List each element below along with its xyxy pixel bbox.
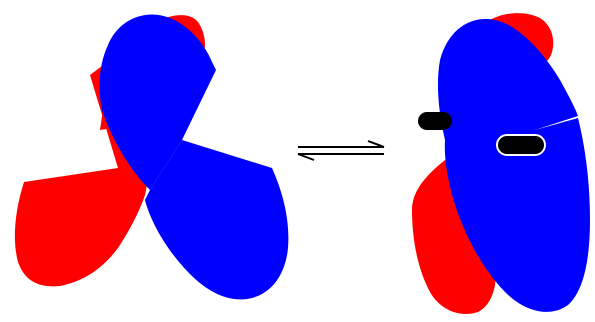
closed-conformation	[412, 13, 590, 314]
black-ligand-left	[418, 112, 452, 130]
equilibrium-arrows	[298, 141, 384, 160]
open-conformation	[15, 14, 289, 299]
black-ligand-center	[497, 135, 545, 155]
blue-lobe-upper	[438, 19, 578, 140]
